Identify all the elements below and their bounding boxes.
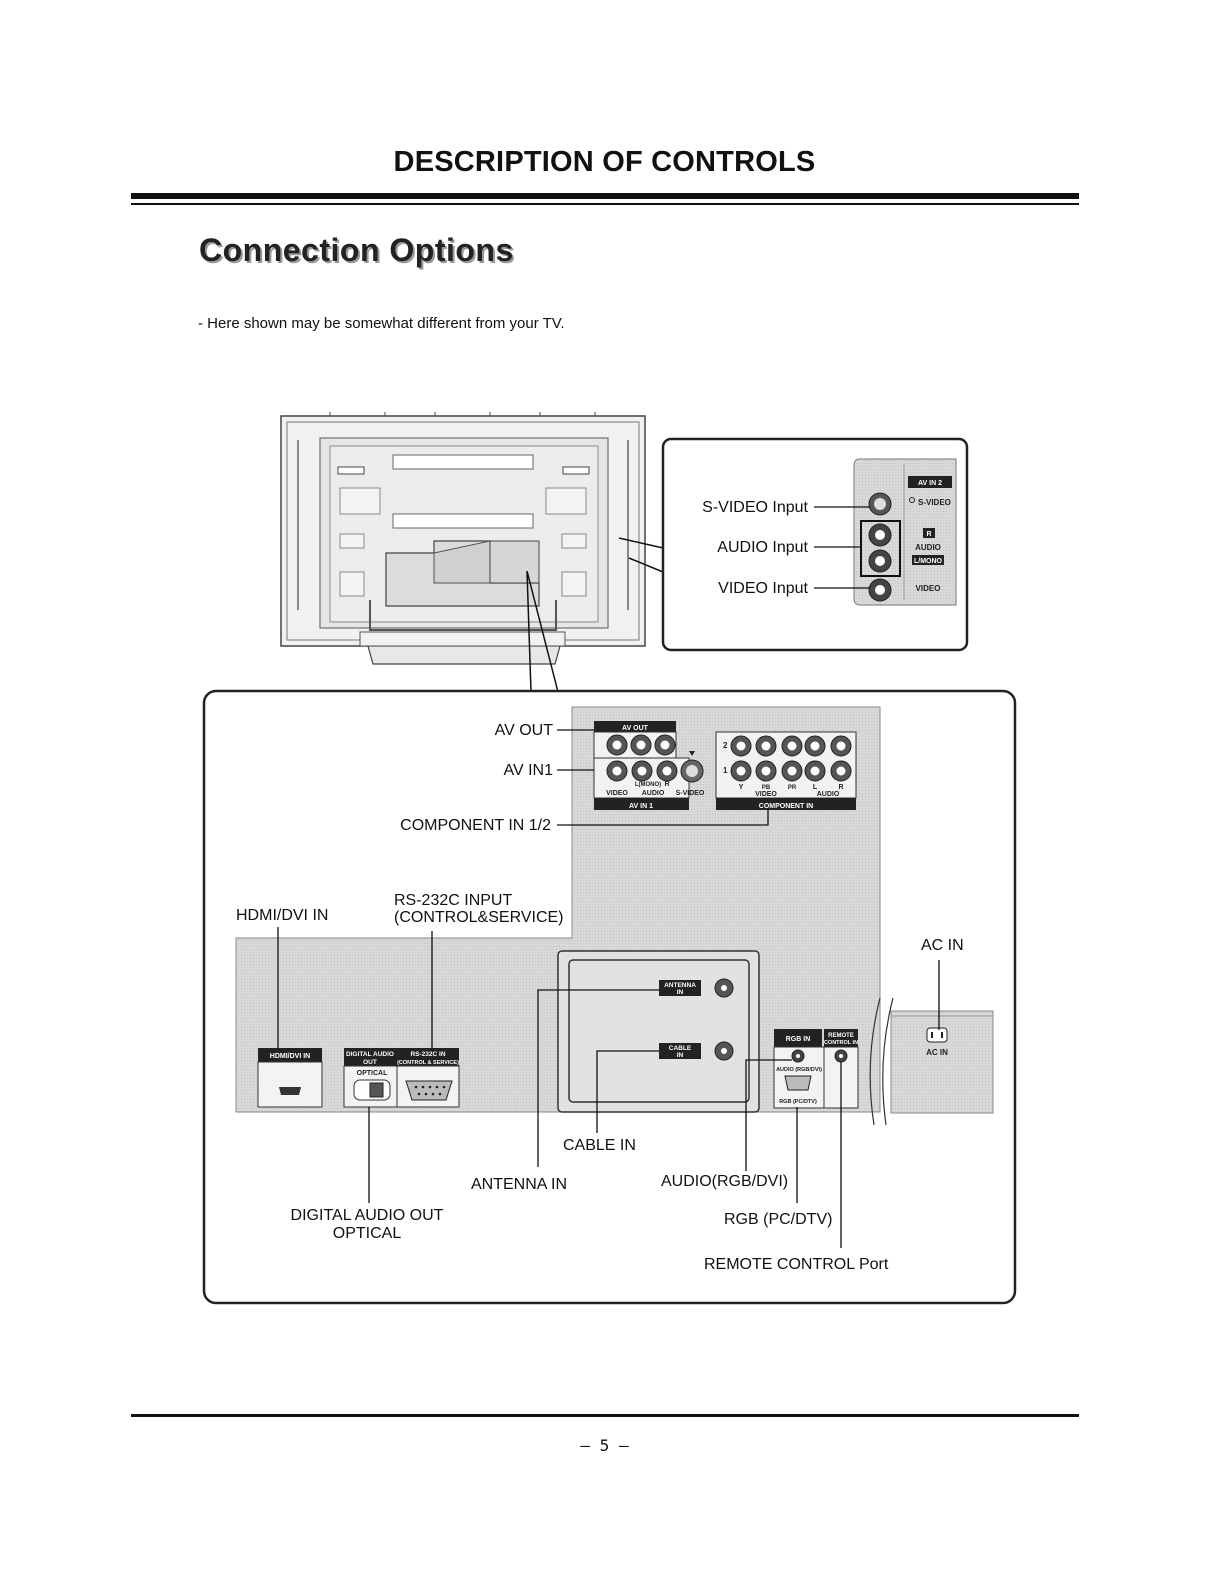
rca-jack-center <box>662 766 672 776</box>
rgb-port-icon <box>784 1075 812 1091</box>
component-in-label: COMPONENT IN 1/2 <box>400 817 551 834</box>
note-text: - Here shown may be somewhat different f… <box>198 315 565 332</box>
panel-lmono-label: L(MONO) <box>635 782 661 788</box>
rca-jack-center <box>787 766 797 776</box>
side-av-in2-panel: AV IN 2 S-VIDEO R AUDIO L/MONO VIDEO <box>853 458 957 606</box>
panel-out-label: OUT <box>363 1059 377 1066</box>
panel-control-in-label: CONTROL IN <box>824 1040 858 1046</box>
panel-control-service-label: (CONTROL & SERVICE) <box>397 1060 459 1066</box>
digital-optical-label: OPTICAL <box>333 1225 402 1242</box>
rca-jacks-group <box>606 734 852 782</box>
rca-jack-center <box>636 740 646 750</box>
digital-rs232-block: DIGITAL AUDIO OUT RS-232C IN (CONTROL & … <box>343 1048 460 1108</box>
panel-audio-label: AUDIO <box>642 790 665 797</box>
rca-jack-center <box>736 741 746 751</box>
panel-r-label: R <box>664 781 669 788</box>
panel-cable-in-label: IN <box>677 1052 684 1059</box>
audio-input-label: AUDIO Input <box>717 539 808 556</box>
svideo-input-label: S-VIDEO Input <box>702 499 808 516</box>
rs232c-input-label: RS-232C INPUT <box>394 892 512 909</box>
panel-comp-l-label: L <box>813 784 818 791</box>
section-title: Connection Options <box>199 232 514 268</box>
panel-component-in-label: COMPONENT IN <box>759 803 813 810</box>
hdmi-block: HDMI/DVI IN <box>257 1048 323 1108</box>
rgb-remote-block: RGB IN REMOTE CONTROL IN AUDIO (RGB/DVI)… <box>773 1029 859 1109</box>
panel-ac-in-label: AC IN <box>926 1048 948 1057</box>
rca-jack-center <box>736 766 746 776</box>
side-panel-audio-label: AUDIO <box>915 543 941 552</box>
page-title: DESCRIPTION OF CONTROLS <box>393 146 816 178</box>
panel-pr-label: PR <box>788 785 797 791</box>
panel-digital-audio-label: DIGITAL AUDIO <box>346 1051 394 1058</box>
av-in1-label: AV IN1 <box>504 762 554 779</box>
av-out-label: AV OUT <box>495 722 554 739</box>
panel-hdmi-label: HDMI/DVI IN <box>270 1053 310 1060</box>
panel-comp-r-label: R <box>838 784 843 791</box>
rs232c-control-service-label: (CONTROL&SERVICE) <box>394 909 564 926</box>
hdmi-port-icon <box>279 1087 301 1095</box>
antenna-cable-block: ANTENNA IN CABLE IN <box>557 950 760 1113</box>
header-rule-thick <box>131 193 1079 199</box>
side-panel-header-label: AV IN 2 <box>918 480 942 487</box>
panel-row2-label: 2 <box>723 741 728 750</box>
rgb-pc-dtv-label: RGB (PC/DTV) <box>724 1211 832 1228</box>
side-panel-r-label: R <box>926 531 931 538</box>
rca-jack-center <box>660 740 670 750</box>
panel-comp-audio-label: AUDIO <box>817 791 840 798</box>
ac-in-block: AC IN <box>926 1027 948 1057</box>
digital-audio-out-label: DIGITAL AUDIO OUT <box>291 1207 444 1224</box>
rca-jack-center <box>612 766 622 776</box>
panel-remote-label: REMOTE <box>828 1033 854 1039</box>
panel-svideo-label: S-VIDEO <box>676 790 705 797</box>
rca-jack-center <box>810 741 820 751</box>
tv-back-illustration <box>280 412 646 665</box>
panel-antenna-in-label: IN <box>677 989 684 996</box>
panel-rgb-in-label: RGB IN <box>786 1036 811 1043</box>
rca-jack-center <box>836 741 846 751</box>
ac-socket-icon <box>926 1027 948 1043</box>
rca-jack-center <box>637 766 647 776</box>
antenna-in-label: ANTENNA IN <box>471 1176 567 1193</box>
rca-jack-center <box>612 740 622 750</box>
audio-rgb-dvi-label: AUDIO(RGB/DVI) <box>661 1173 788 1190</box>
panel-av-in1-label: AV IN 1 <box>629 803 653 810</box>
side-panel-lmono-label: L/MONO <box>914 558 943 565</box>
video-input-label: VIDEO Input <box>718 580 808 597</box>
hdmi-dvi-in-label: HDMI/DVI IN <box>236 907 328 924</box>
panel-rs232c-in-label: RS-232C IN <box>410 1051 445 1058</box>
remote-control-port-label: REMOTE CONTROL Port <box>704 1256 889 1273</box>
rca-jack-center <box>810 766 820 776</box>
panel-video-label: VIDEO <box>606 790 628 797</box>
ac-in-label: AC IN <box>921 937 964 954</box>
side-panel-video-label: VIDEO <box>916 584 941 593</box>
cable-in-label: CABLE IN <box>563 1137 636 1154</box>
page-number: – 5 – <box>580 1436 629 1455</box>
footer-rule <box>131 1414 1079 1417</box>
panel-comp-video-label: VIDEO <box>755 791 777 798</box>
rca-jack-center <box>761 741 771 751</box>
rca-jack-center <box>761 766 771 776</box>
panel-cable-label: CABLE <box>669 1045 692 1052</box>
panel-antenna-label: ANTENNA <box>664 982 696 989</box>
header-rule-thin <box>131 203 1079 205</box>
panel-pb-label: PB <box>762 785 771 791</box>
panel-row1-label: 1 <box>723 766 728 775</box>
side-panel-svideo-label: S-VIDEO <box>918 498 951 507</box>
panel-av-out-label: AV OUT <box>622 725 649 732</box>
optical-port-icon <box>369 1082 384 1098</box>
rca-jack-center <box>787 741 797 751</box>
panel-audio-rgb-dvi-label: AUDIO (RGB/DVI) <box>776 1067 822 1073</box>
panel-optical-label: OPTICAL <box>357 1070 388 1077</box>
panel-y-label: Y <box>739 784 744 791</box>
rca-jack-center <box>836 766 846 776</box>
panel-rgb-pc-dtv-label: RGB (PC/DTV) <box>779 1099 817 1105</box>
rs232-port-icon <box>405 1080 453 1101</box>
